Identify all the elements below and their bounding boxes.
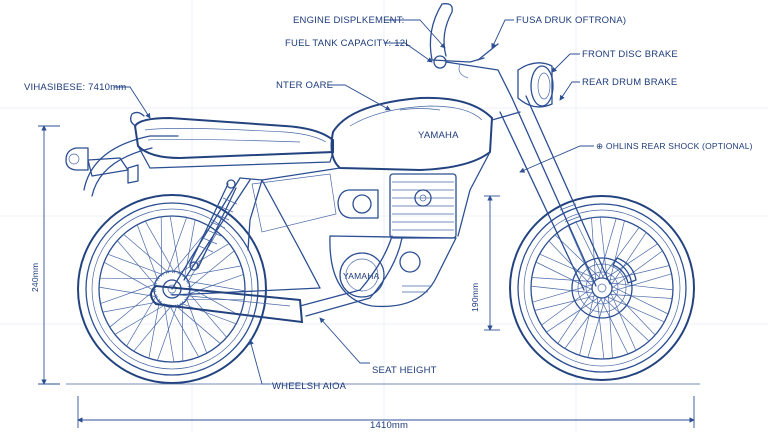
spoke [148,299,161,359]
spoke [530,285,594,294]
spoke [182,265,242,278]
spoke [575,221,605,279]
annotations: ENGINE DISPLKEMENT: FUEL TANK CAPACITY: … [24,15,753,431]
spoke [163,302,175,363]
spoke [534,295,596,311]
spoke [611,289,656,336]
spoke [610,282,674,291]
spoke [548,240,593,287]
spoke [601,227,640,279]
spoke [599,297,629,355]
wheelbase-label: VIHASIBESE: 7410mm [24,82,126,93]
spoke [123,234,170,274]
spoke [554,234,601,279]
headlight [517,62,554,108]
dimension-lines [38,125,700,428]
spoke [160,216,163,277]
ohlins-rear-shock-label: ⊕ OHLINS REAR SHOCK (OPTIONAL) [596,141,753,151]
frame [171,111,521,296]
spoke [157,303,178,361]
spoke [610,292,637,351]
spoke [179,302,237,325]
rear-wheel [77,194,267,384]
handlebar [429,3,513,99]
spoke [535,261,593,291]
spoke [606,296,665,323]
wheelsh-aioa-label: WHEELSH AIOA [272,381,347,392]
ground-clearance-label: 190mm [470,283,480,312]
spoke [599,216,608,280]
spoke [608,295,613,359]
spoke [609,294,673,299]
spoke [608,265,670,281]
spoke [100,283,158,304]
rear-fender [65,135,179,197]
spoke [109,288,157,328]
spoke [136,224,159,282]
seat-height-label: SEAT HEIGHT [372,365,437,376]
overall-height-label: 240mm [30,263,40,292]
spoke [187,291,227,338]
spoke [107,253,165,276]
rear-drum-brake-label: REAR DRUM BRAKE [582,77,677,88]
spoke [169,215,181,276]
spoke [102,300,162,313]
spoke [579,294,595,356]
spoke [603,297,650,342]
spoke [611,232,647,285]
spoke [184,298,245,301]
spoke [609,220,625,282]
spoke [598,218,617,279]
spoke [99,277,160,280]
spoke [611,250,663,289]
rear-shock [189,179,238,271]
spoke [174,304,221,344]
spoke [546,297,599,333]
spoke [587,297,606,358]
front-disc-brake [571,257,637,319]
seat [130,111,334,169]
spoke [144,220,176,274]
spoke [183,219,196,279]
spoke [531,277,595,282]
spoke [98,286,159,298]
spoke [117,240,157,287]
front-wheel [509,195,695,381]
engine-badge-text: YAMAHA [343,271,380,281]
front-disc-brake-label: FRONT DISC BRAKE [582,49,678,60]
leader-lines [114,19,594,385]
spoke [611,285,669,315]
spoke [187,285,241,317]
fusa-drum-label: FUSA DRUK OFTRONA) [516,15,626,26]
overall-length-label: 1410mm [370,420,408,431]
exhaust [150,235,403,324]
spoke [591,217,596,281]
spoke [185,280,246,292]
spoke [541,287,593,326]
spoke [567,225,594,284]
rear-spokes [98,215,246,363]
spoke [185,296,208,354]
spoke [596,296,605,360]
front-fork [499,95,611,291]
spoke [166,217,187,275]
nter-oare-label: NTER OARE [276,80,333,91]
engine: YAMAHA [329,173,457,308]
engine-displacement-label: ENGINE DISPLKEMENT: [293,15,405,26]
spoke [126,294,158,347]
spoke [611,273,672,292]
fuel-tank-capacity-label: FUEL TANK CAPACITY: 12L [285,38,411,49]
spoke [557,291,593,344]
spoke [181,301,184,362]
tank-badge-text: YAMAHA [418,130,459,141]
fuel-tank: YAMAHA [330,96,494,172]
spoke [605,243,658,279]
spoke [539,253,598,280]
front-spokes [530,216,674,360]
spoke [168,304,200,358]
spoke [564,297,603,349]
